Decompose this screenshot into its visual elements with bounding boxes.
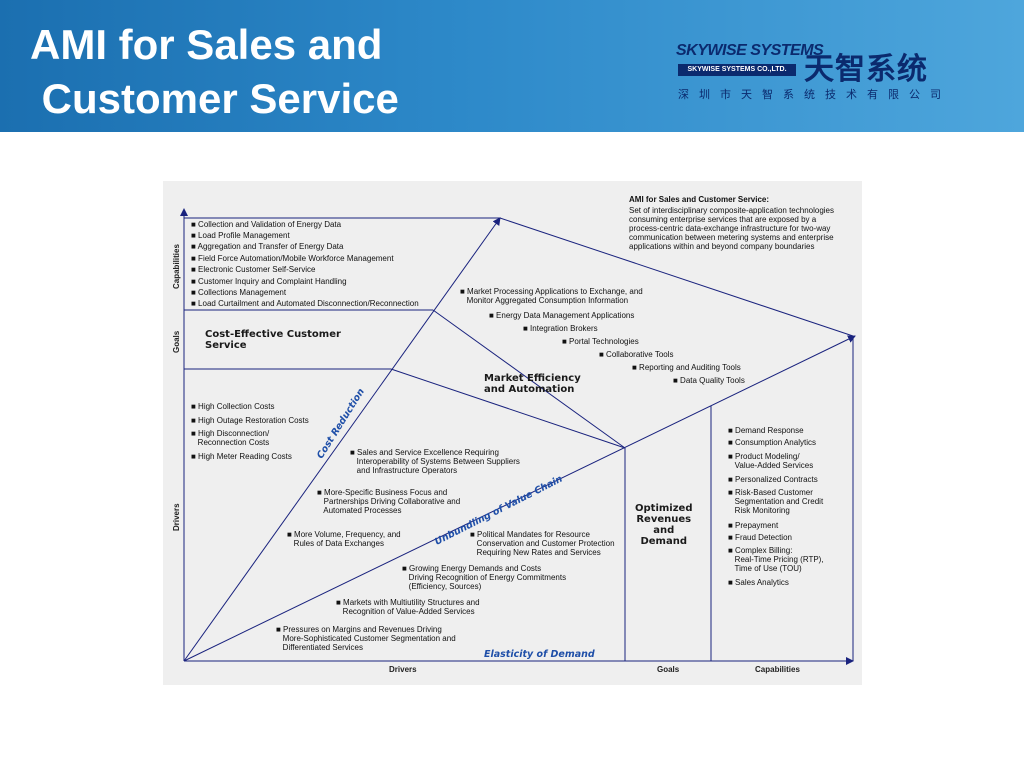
- definition-title: AMI for Sales and Customer Service:: [629, 195, 770, 204]
- driver-item-margin-pressures: ■ Pressures on Margins and Revenues Driv…: [276, 625, 456, 652]
- driver-item-business-focus: ■ More-Specific Business Focus and Partn…: [317, 488, 461, 515]
- list-item: ■ Reporting and Auditing Tools: [632, 363, 741, 372]
- list-item: ■ Demand Response: [728, 426, 804, 435]
- list-item: ■ High Collection Costs: [191, 402, 275, 411]
- list-item: ■ Collection and Validation of Energy Da…: [191, 220, 342, 229]
- cost-reduction-axis: [183, 217, 501, 662]
- list-item: ■ Field Force Automation/Mobile Workforc…: [191, 254, 394, 263]
- list-item: ■ Fraud Detection: [728, 533, 792, 542]
- list-item: ■ Energy Data Management Applications: [489, 311, 635, 320]
- goal-market-efficiency: Market Efficiency and Automation: [484, 373, 581, 395]
- list-item: ■ High Meter Reading Costs: [191, 452, 292, 461]
- list-item: ■ Customer Inquiry and Complaint Handlin…: [191, 277, 347, 286]
- elasticity-label: Elasticity of Demand: [484, 649, 595, 660]
- driver-item-energy-demands: ■ Growing Energy Demands and Costs Drivi…: [402, 564, 567, 591]
- list-item: ■ Market Processing Applications to Exch…: [460, 287, 643, 305]
- list-item: ■ Load Curtailment and Automated Disconn…: [191, 299, 419, 308]
- list-item: ■ Prepayment: [728, 521, 779, 530]
- list-item: ■ Load Profile Management: [191, 231, 290, 240]
- company-logo: SKYWISE SYSTEMS SKYWISE SYSTEMS CO.,LTD.…: [670, 40, 960, 110]
- logo-chinese-subtitle: 深圳市天智系统技术有限公司: [678, 88, 951, 101]
- goal-cost-effective-service: Cost-Effective Customer Service: [205, 329, 341, 351]
- slide-header: AMI for Sales and Customer Service SKYWI…: [0, 0, 1024, 132]
- list-item: ■ Data Quality Tools: [673, 376, 745, 385]
- unbundling-axis: [183, 335, 856, 662]
- list-item: ■ Consumption Analytics: [728, 438, 816, 447]
- diagram-lines: [180, 208, 856, 665]
- list-item: ■ Portal Technologies: [562, 337, 639, 346]
- bottom-label-goals: Goals: [657, 665, 680, 674]
- list-item: ■ Integration Brokers: [523, 324, 598, 333]
- driver-item-political-mandates: ■ Political Mandates for Resource Conser…: [470, 530, 615, 557]
- list-item: ■ Sales Analytics: [728, 578, 789, 587]
- slide-title: AMI for Sales and Customer Service: [30, 21, 399, 122]
- list-item: ■ High Outage Restoration Costs: [191, 416, 309, 425]
- driver-item-sales-excellence: ■ Sales and Service Excellence Requiring…: [350, 448, 520, 475]
- list-item: ■ Product Modeling/ Value-Added Services: [728, 452, 814, 470]
- definition-body: Set of interdisciplinary composite-appli…: [629, 206, 834, 251]
- goal-optimized-revenues: Optimized Revenues and Demand: [635, 503, 693, 547]
- list-item: ■ Aggregation and Transfer of Energy Dat…: [191, 242, 344, 251]
- list-item: ■ Personalized Contracts: [728, 475, 818, 484]
- logo-brand: SKYWISE SYSTEMS: [676, 42, 824, 59]
- market-inner-edge: [432, 309, 626, 449]
- list-item: ■ Collections Management: [191, 288, 287, 297]
- list-item: ■ High Disconnection/ Reconnection Costs: [191, 429, 270, 447]
- ami-diagram: Capabilities Goals Drivers Drivers Goals…: [163, 181, 862, 685]
- list-item: ■ Risk-Based Customer Segmentation and C…: [728, 488, 824, 515]
- axis-label-drivers: Drivers: [172, 503, 181, 531]
- driver-item-data-volume: ■ More Volume, Frequency, and Rules of D…: [287, 530, 401, 548]
- list-item: ■ Complex Billing: Real-Time Pricing (RT…: [728, 546, 824, 573]
- axis-label-capabilities: Capabilities: [172, 244, 181, 289]
- axis-label-goals: Goals: [172, 330, 181, 353]
- logo-brand-sub: SKYWISE SYSTEMS CO.,LTD.: [678, 64, 796, 76]
- list-item: ■ Electronic Customer Self-Service: [191, 265, 316, 274]
- bottom-label-capabilities: Capabilities: [755, 665, 800, 674]
- bottom-label-drivers: Drivers: [389, 665, 417, 674]
- driver-item-multiutility: ■ Markets with Multiutility Structures a…: [336, 598, 480, 616]
- logo-chinese-name: 天智系统: [804, 52, 928, 87]
- list-item: ■ Collaborative Tools: [599, 350, 674, 359]
- market-lower-edge: [390, 368, 626, 449]
- top-right-edge: [499, 217, 854, 337]
